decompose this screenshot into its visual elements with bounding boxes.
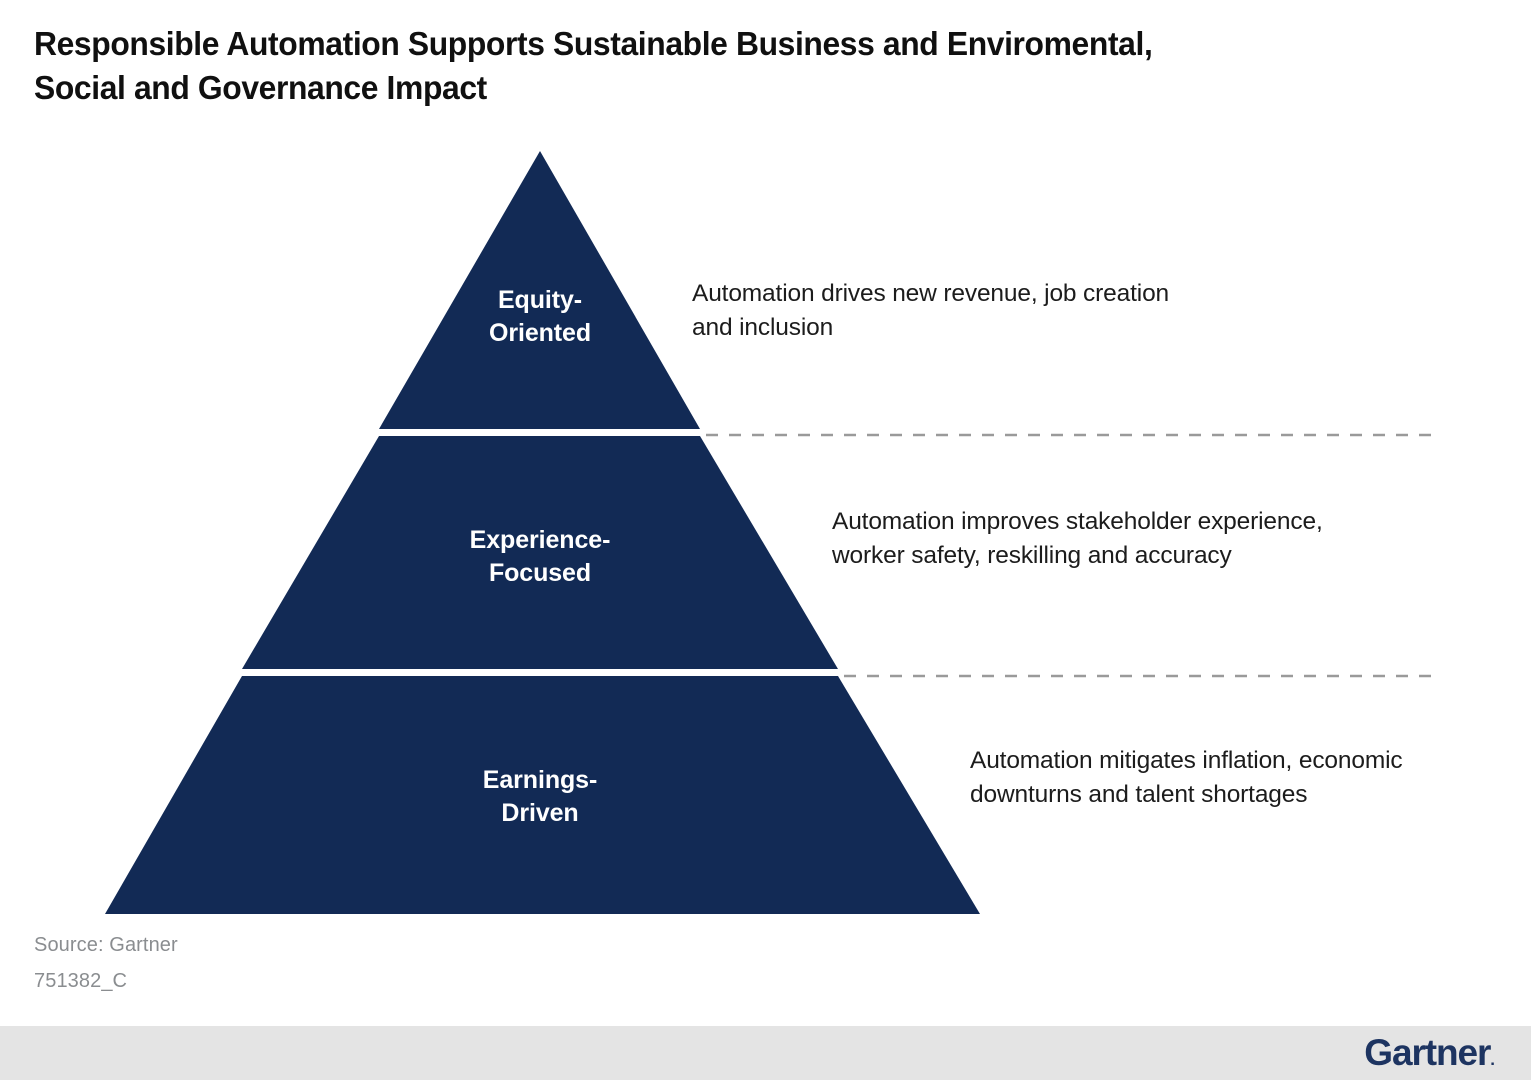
footer-bar bbox=[0, 1026, 1531, 1080]
title-line-1: Responsible Automation Supports Sustaina… bbox=[34, 25, 1153, 62]
source-note: Source: Gartner bbox=[34, 934, 178, 956]
gartner-logo-text: Gartner bbox=[1364, 1032, 1491, 1073]
pyramid-tier-label-middle: Experience- Focused bbox=[469, 526, 611, 587]
pyramid-tier-bottom[interactable] bbox=[105, 676, 980, 914]
page-title: Responsible Automation Supports Sustaina… bbox=[34, 22, 1474, 110]
pyramid-graphic bbox=[105, 151, 1440, 914]
pyramid-tier-top[interactable] bbox=[379, 151, 700, 429]
pyramid-tier-label-bottom: Earnings- Driven bbox=[482, 766, 598, 827]
pyramid-tier-description-bottom: Automation mitigates inflation, economic… bbox=[970, 747, 1403, 808]
title-line-2: Social and Governance Impact bbox=[34, 69, 487, 106]
pyramid-diagram: Equity- Oriented Experience- Focused Ear… bbox=[105, 151, 1440, 914]
gartner-logo-mark: . bbox=[1490, 1050, 1495, 1069]
pyramid-tier-middle[interactable] bbox=[242, 436, 838, 669]
document-code: 751382_C bbox=[34, 970, 128, 992]
pyramid-tier-description-top: Automation drives new revenue, job creat… bbox=[692, 280, 1170, 341]
pyramid-tier-label-top: Equity- Oriented bbox=[489, 286, 591, 347]
gartner-logo: Gartner. bbox=[1364, 1030, 1495, 1080]
pyramid-tier-description-middle: Automation improves stakeholder experien… bbox=[832, 508, 1323, 569]
